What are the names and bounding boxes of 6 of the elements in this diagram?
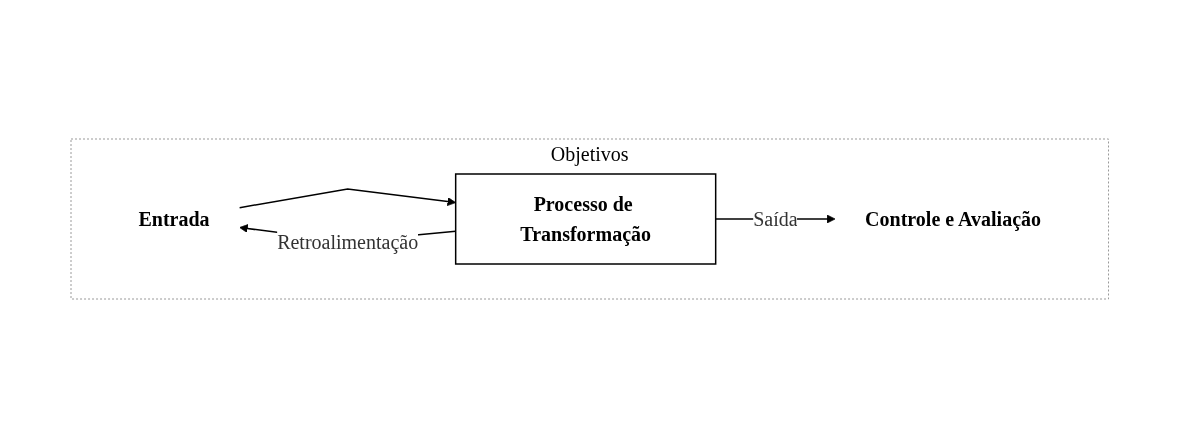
arrow [238, 187, 456, 208]
node-text: Controle e Avaliação [864, 207, 1041, 230]
edge-label: Saída [752, 207, 798, 230]
node-text: Entrada [138, 207, 210, 230]
edge-label: Retroalimentação [276, 230, 418, 252]
node-box: Processo de Transformação [454, 172, 717, 265]
